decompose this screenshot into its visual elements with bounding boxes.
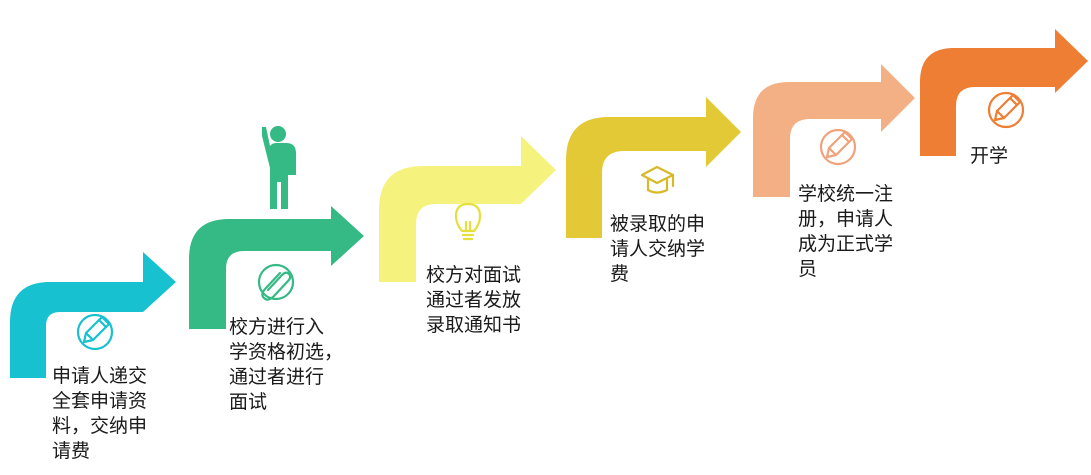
step-1-line: 申请人递交 — [52, 365, 148, 387]
step-arrow-2 — [189, 206, 364, 329]
step-label-2: 校方进行入 学资格初选， 通过者进行 面试 — [229, 315, 354, 415]
step-1-line: 请费 — [52, 440, 91, 462]
step-label-4: 被录取的申 请人交纳学 费 — [610, 212, 722, 287]
pencil-icon — [987, 91, 1025, 129]
paperclip-icon — [257, 263, 295, 301]
step-label-5: 学校统一注 册，申请人 成为正式学 员 — [798, 182, 910, 282]
step-5-line: 成为正式学 — [798, 233, 894, 255]
pencil-icon — [76, 313, 114, 351]
step-arrow-6 — [920, 29, 1088, 156]
step-2-line: 学资格初选， — [229, 341, 344, 363]
lightbulb-icon — [454, 202, 482, 241]
step-3-line: 录取通知书 — [426, 314, 522, 336]
step-4-line: 费 — [610, 263, 630, 285]
step-label-3: 校方对面试 通过者发放 录取通知书 — [426, 263, 538, 338]
step-label-1: 申请人递交 全套申请资 料，交纳申 请费 — [52, 364, 164, 464]
step-1-line: 全套申请资 — [52, 390, 148, 412]
step-2-line: 校方进行入 — [229, 316, 325, 338]
person-pointing-icon — [262, 126, 296, 209]
step-6-line: 开学 — [970, 145, 1009, 167]
pencil-icon — [819, 128, 857, 166]
step-arrow-3 — [379, 136, 556, 282]
step-arrow-4 — [566, 97, 741, 238]
step-5-line: 册，申请人 — [798, 208, 894, 230]
step-4-line: 被录取的申 — [610, 213, 706, 235]
step-5-line: 员 — [798, 258, 818, 280]
step-2-line: 面试 — [229, 391, 268, 413]
step-label-6: 开学 — [970, 144, 1060, 169]
graduation-cap-icon — [640, 165, 675, 194]
step-arrow-1 — [10, 252, 176, 378]
step-2-line: 通过者进行 — [229, 366, 325, 388]
step-3-line: 校方对面试 — [426, 264, 522, 286]
step-4-line: 请人交纳学 — [610, 238, 706, 260]
step-arrow-5 — [753, 64, 915, 197]
step-5-line: 学校统一注 — [798, 183, 894, 205]
step-1-line: 料，交纳申 — [52, 415, 148, 437]
step-3-line: 通过者发放 — [426, 289, 522, 311]
